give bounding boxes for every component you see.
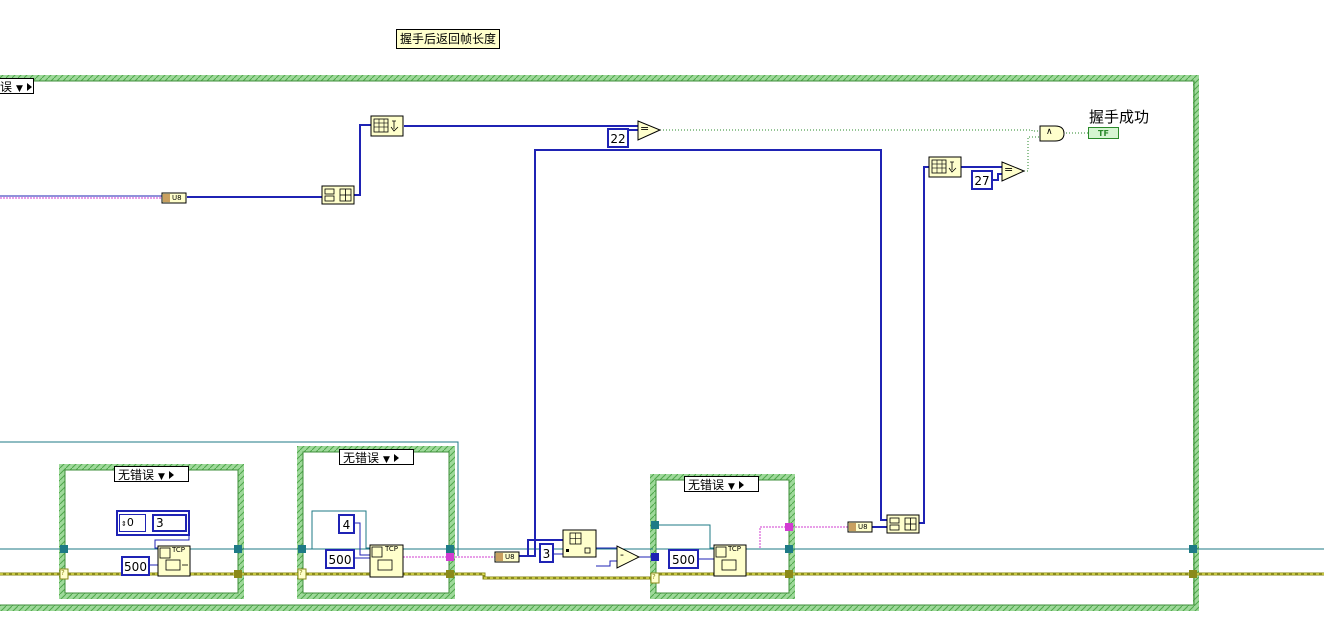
case-selector-terminal-1: ? xyxy=(61,569,65,577)
numeric-constant-3[interactable]: 3 xyxy=(539,543,554,563)
numeric-constant-4[interactable]: 4 xyxy=(338,514,355,534)
increment-arrow-icon xyxy=(393,454,399,462)
tcp-read-node-3[interactable] xyxy=(713,544,747,577)
numeric-constant-500-3[interactable]: 500 xyxy=(668,549,699,569)
u8-node-2-label: U8 xyxy=(505,553,515,561)
outer-case-selector[interactable]: 误▼ xyxy=(0,78,34,94)
tcp-refnum-wires[interactable] xyxy=(0,441,1324,556)
numeric-constant-500-2[interactable]: 500 xyxy=(325,549,355,569)
case-selector-terminal-3: ? xyxy=(652,573,656,581)
u8-node-3-label: U8 xyxy=(858,523,868,531)
u8-convert-node-3[interactable] xyxy=(847,521,873,533)
array-constant[interactable]: ⇕0 3 xyxy=(116,510,190,536)
equal-node-2-label: = xyxy=(1004,163,1014,176)
case-frame-3[interactable] xyxy=(650,474,795,599)
increment-arrow-icon xyxy=(738,481,744,489)
array-index-value: 0 xyxy=(126,516,134,529)
case-selector-3[interactable]: 无错误▼ xyxy=(684,476,759,492)
case-selector-1[interactable]: 无错误▼ xyxy=(114,466,189,482)
build-array-node-1[interactable] xyxy=(321,185,355,205)
tcp-node-3-label: TCP xyxy=(728,545,741,553)
chevron-down-icon: ▼ xyxy=(728,482,735,492)
subtract-node-label: - xyxy=(620,548,624,561)
comment-label: 握手后返回帧长度 xyxy=(396,29,501,49)
case-selector-1-label: 无错误 xyxy=(118,468,155,482)
and-node[interactable] xyxy=(1039,125,1065,142)
chevron-down-icon: ▼ xyxy=(158,472,165,482)
increment-decrement-icon: ⇕ xyxy=(121,520,127,528)
chevron-down-icon: ▼ xyxy=(16,84,23,94)
array-size-node-2[interactable] xyxy=(928,156,962,178)
case-selector-2[interactable]: 无错误▼ xyxy=(339,449,414,465)
array-size-node-1[interactable] xyxy=(370,115,404,137)
outer-case-frame[interactable] xyxy=(0,75,1199,611)
numeric-constant-22[interactable]: 22 xyxy=(607,128,629,148)
numeric-constant-500-1[interactable]: 500 xyxy=(121,556,150,576)
tunnels[interactable] xyxy=(59,521,1197,584)
u8-convert-node-2[interactable] xyxy=(494,551,520,563)
case-selector-terminal-2: ? xyxy=(299,569,303,577)
case-selector-2-label: 无错误 xyxy=(343,451,380,465)
increment-arrow-icon xyxy=(26,83,32,91)
array-index-display[interactable]: ⇕0 xyxy=(119,514,146,532)
boolean-indicator[interactable]: TF xyxy=(1088,127,1119,139)
numeric-constant-27[interactable]: 27 xyxy=(971,170,993,190)
string-wires[interactable] xyxy=(0,195,848,558)
equal-node-1-label: = xyxy=(640,122,650,135)
chevron-down-icon: ▼ xyxy=(383,455,390,465)
case-selector-3-label: 无错误 xyxy=(688,478,725,492)
outer-case-selector-label: 误 xyxy=(0,80,13,94)
subtract-node[interactable] xyxy=(616,545,641,569)
numeric-wires[interactable] xyxy=(149,124,1003,567)
boolean-wires[interactable] xyxy=(660,129,1090,172)
index-array-node[interactable] xyxy=(562,529,597,558)
and-node-label: ∧ xyxy=(1046,127,1053,137)
equal-node-2[interactable] xyxy=(1001,161,1026,182)
equal-node-1[interactable] xyxy=(637,120,662,141)
tcp-read-node-1[interactable] xyxy=(157,545,191,577)
u8-node-1-label: U8 xyxy=(172,194,182,202)
indicator-label: 握手成功 xyxy=(1089,108,1150,126)
tcp-node-2-label: TCP xyxy=(385,545,398,553)
tcp-read-node-2[interactable] xyxy=(369,544,404,578)
tcp-node-1-label: TCP xyxy=(172,546,185,554)
u8-convert-node-1[interactable] xyxy=(161,192,187,204)
array-element-value[interactable]: 3 xyxy=(152,514,187,532)
build-array-node-2[interactable] xyxy=(886,514,920,534)
increment-arrow-icon xyxy=(168,471,174,479)
